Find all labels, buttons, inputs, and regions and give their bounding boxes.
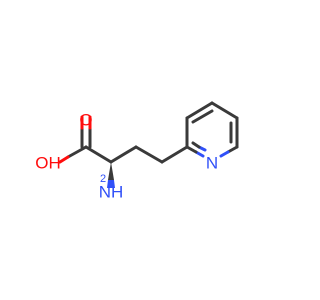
carbonyl-double-bond (80, 115, 92, 149)
pyridine-ring (185, 101, 239, 158)
beta-gamma-bond (134, 145, 164, 164)
alpha-amine-wedge-bond (108, 162, 114, 180)
amine-subscript-label: 2 (100, 173, 106, 185)
gamma-ring-bond (160, 145, 189, 164)
hydroxyl-bond (58, 145, 88, 164)
carboxyl-alpha-bond (84, 145, 113, 164)
amine-label: NH (99, 183, 124, 202)
carbonyl-oxygen-label: O (79, 111, 92, 130)
molecule-structure: O OH NH 2 N (35, 101, 239, 202)
alpha-amine-wedge-bond-n (107, 180, 115, 188)
hydroxyl-label: OH (35, 154, 61, 173)
alpha-beta-bond (109, 145, 138, 164)
pyridine-nitrogen-label: N (206, 154, 218, 173)
